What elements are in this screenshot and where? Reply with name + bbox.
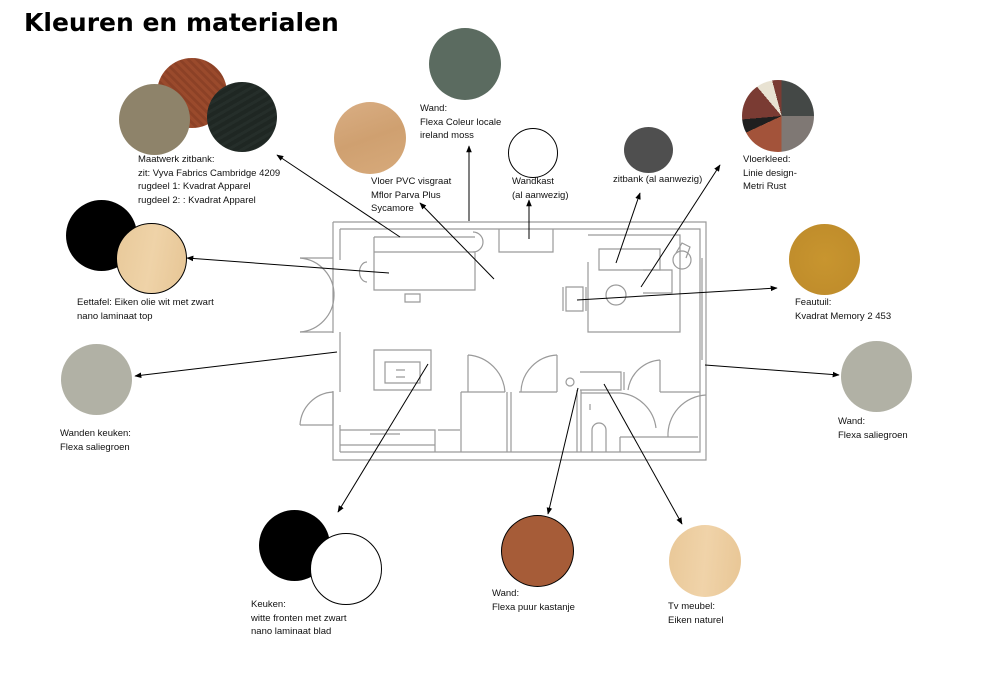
swatch-wand-saliegroen xyxy=(841,341,912,412)
label-tv-meubel: Tv meubel: Eiken naturel xyxy=(668,601,724,626)
swatch-wand-kastanje xyxy=(501,515,574,587)
swatch-vloerkleed xyxy=(742,80,814,152)
annotation-arrows xyxy=(134,145,840,525)
label-vloerkleed: Vloerkleed: Linie design- Metri Rust xyxy=(743,154,797,192)
swatch-eettafel-eiken xyxy=(116,223,187,294)
label-fauteuil: Feautuil: Kvadrat Memory 2 453 xyxy=(795,297,892,322)
swatch-fauteuil xyxy=(789,224,860,295)
label-vloer: Vloer PVC visgraat Mflor Parva Plus Syca… xyxy=(371,176,452,214)
swatch-keuken-wit xyxy=(310,533,382,605)
label-wanden-keuken: Wanden keuken: Flexa saliegroen xyxy=(60,428,131,453)
swatch-tv-meubel xyxy=(669,525,741,597)
label-maatwerk-zitbank: Maatwerk zitbank: zit: Vyva Fabrics Camb… xyxy=(138,154,281,206)
label-wand-kastanje: Wand: Flexa puur kastanje xyxy=(492,588,575,613)
swatch-vloer-sycamore xyxy=(334,102,406,174)
label-eettafel: Eettafel: Eiken olie wit met zwart nano … xyxy=(77,297,214,322)
label-zitbank-aanwezig: zitbank (al aanwezig) xyxy=(613,174,703,185)
swatch-zitbank-rugdeel-2 xyxy=(207,82,277,152)
page-title: Kleuren en materialen xyxy=(24,8,339,37)
label-wandkast: Wandkast (al aanwezig) xyxy=(512,176,569,201)
label-wand-saliegroen: Wand: Flexa saliegroen xyxy=(838,416,908,441)
swatch-wand-ireland-moss xyxy=(429,28,501,100)
label-keuken: Keuken: witte fronten met zwart nano lam… xyxy=(251,599,347,637)
floor-plan xyxy=(299,221,707,461)
label-wand-moss: Wand: Flexa Coleur locale ireland moss xyxy=(420,103,502,141)
swatch-wanden-keuken xyxy=(61,344,132,415)
swatch-zitbank-aanwezig xyxy=(624,127,673,173)
swatch-wandkast xyxy=(508,128,558,178)
swatch-zitbank-zit xyxy=(119,84,190,155)
